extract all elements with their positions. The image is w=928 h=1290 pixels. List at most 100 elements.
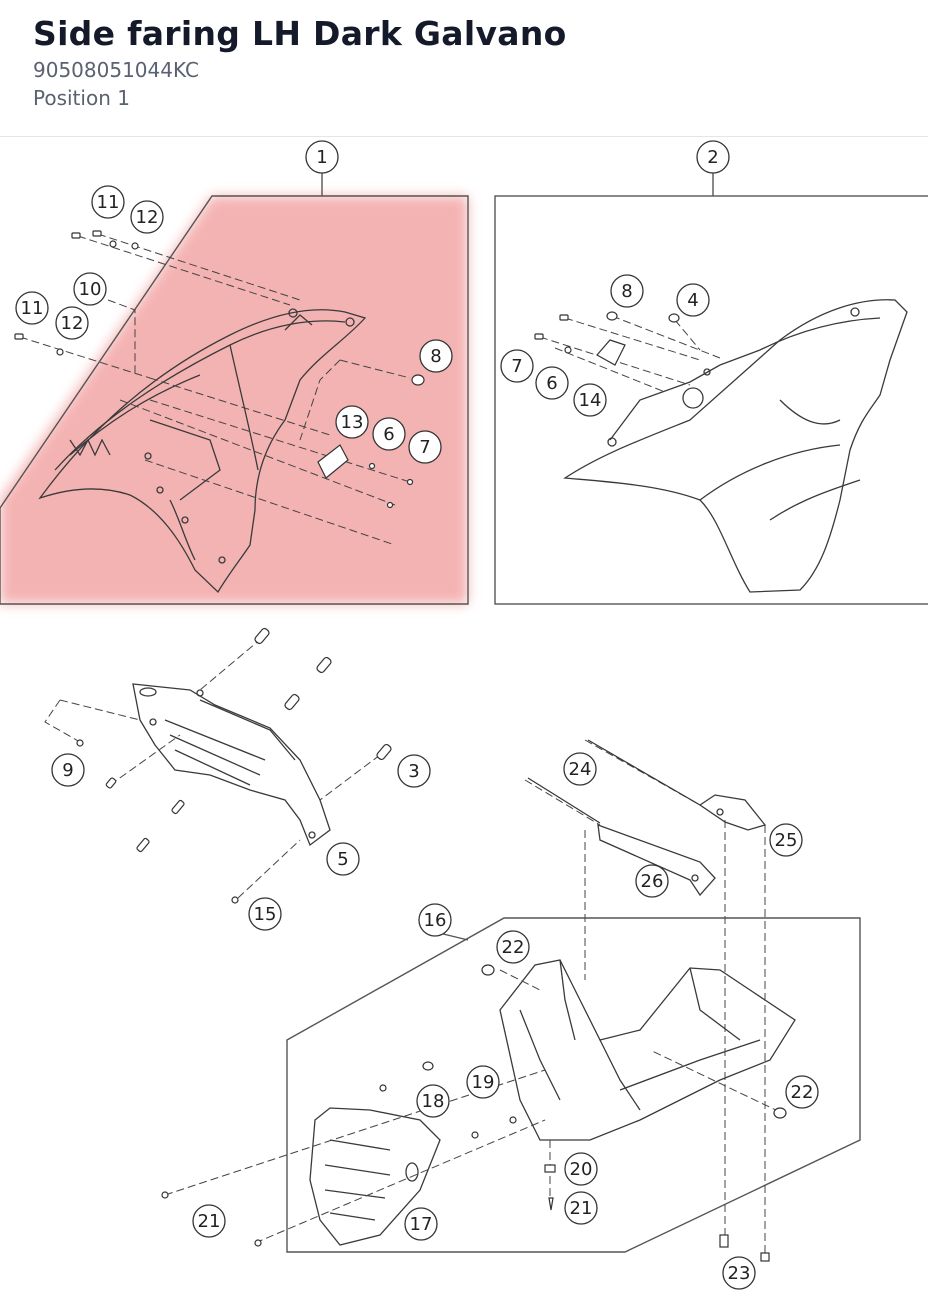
callout-circle — [535, 366, 569, 400]
callout-label: 26 — [641, 871, 664, 892]
callout-circle — [91, 185, 125, 219]
callout-label: 22 — [502, 937, 525, 958]
callout-circle — [466, 1065, 500, 1099]
callout-label: 7 — [419, 437, 430, 458]
callout-22[interactable]: 22 — [496, 930, 530, 964]
callout-10[interactable]: 10 — [73, 272, 107, 306]
callout-label: 14 — [579, 390, 602, 411]
header: Side faring LH Dark Galvano 90508051044K… — [0, 0, 928, 136]
callout-circle — [404, 1207, 438, 1241]
callout-label: 12 — [136, 207, 159, 228]
callout-circle — [130, 200, 164, 234]
middle-fasteners — [76, 627, 392, 904]
callout-circle — [326, 842, 360, 876]
callout-20[interactable]: 20 — [564, 1152, 598, 1186]
callout-23[interactable]: 23 — [722, 1256, 756, 1290]
callout-label: 18 — [422, 1091, 445, 1112]
part-number: 90508051044KC — [33, 58, 199, 82]
callout-circle — [335, 405, 369, 439]
callout-label: 24 — [569, 759, 592, 780]
callout-18[interactable]: 18 — [416, 1084, 450, 1118]
callout-5[interactable]: 5 — [326, 842, 360, 876]
callout-circle — [573, 383, 607, 417]
callout-label: 20 — [570, 1159, 593, 1180]
callout-label: 6 — [383, 424, 394, 445]
callout-circle — [564, 1152, 598, 1186]
side-fairing-lh — [38, 308, 367, 594]
callout-6[interactable]: 6 — [535, 366, 569, 400]
callout-24[interactable]: 24 — [563, 752, 597, 786]
callout-15[interactable]: 15 — [248, 897, 282, 931]
callout-11[interactable]: 11 — [91, 185, 125, 219]
callout-label: 8 — [621, 281, 632, 302]
callout-circle — [722, 1256, 756, 1290]
callout-12[interactable]: 12 — [130, 200, 164, 234]
callout-label: 21 — [198, 1211, 221, 1232]
callout-8[interactable]: 8 — [419, 339, 453, 373]
callout-1[interactable]: 1 — [305, 140, 339, 174]
callout-circle — [610, 274, 644, 308]
callout-label: 17 — [410, 1214, 433, 1235]
callout-4[interactable]: 4 — [676, 283, 710, 317]
callout-label: 8 — [430, 346, 441, 367]
callout-circle — [73, 272, 107, 306]
callout-16[interactable]: 16 — [418, 903, 452, 937]
callout-3[interactable]: 3 — [397, 754, 431, 788]
part2-fasteners — [534, 311, 680, 366]
callout-label: 1 — [316, 147, 327, 168]
callout-circle — [248, 897, 282, 931]
callout-17[interactable]: 17 — [404, 1207, 438, 1241]
callout-14[interactable]: 14 — [573, 383, 607, 417]
callout-21[interactable]: 21 — [192, 1204, 226, 1238]
callout-label: 25 — [775, 830, 798, 851]
callout-12[interactable]: 12 — [55, 306, 89, 340]
mounting-bracket — [597, 794, 767, 897]
position-1-highlight[interactable] — [0, 196, 468, 604]
position-label: Position 1 — [33, 86, 130, 110]
callout-22[interactable]: 22 — [785, 1075, 819, 1109]
bottom-fasteners — [161, 739, 787, 1262]
exploded-parts-diagram: 1211121011128136784761493515242526162219… — [0, 140, 928, 1290]
callout-label: 9 — [62, 760, 73, 781]
side-fairing-rh — [563, 299, 908, 593]
callout-label: 22 — [791, 1082, 814, 1103]
callout-circle — [418, 903, 452, 937]
callout-circle — [372, 417, 406, 451]
callout-label: 2 — [707, 147, 718, 168]
callout-label: 7 — [511, 356, 522, 377]
middle-leader-lines — [44, 637, 381, 899]
callout-label: 3 — [408, 761, 419, 782]
callout-6[interactable]: 6 — [372, 417, 406, 451]
callout-19[interactable]: 19 — [466, 1065, 500, 1099]
callout-circle — [55, 306, 89, 340]
bottom-leader-lines — [164, 739, 781, 1255]
callout-8[interactable]: 8 — [610, 274, 644, 308]
callout-circle — [563, 752, 597, 786]
callout-circle — [496, 930, 530, 964]
part1-leader-lines — [19, 233, 411, 546]
belly-pan — [499, 959, 796, 1141]
callout-label: 10 — [79, 279, 102, 300]
callout-7[interactable]: 7 — [408, 430, 442, 464]
callout-circle — [564, 1191, 598, 1225]
callout-9[interactable]: 9 — [51, 753, 85, 787]
callout-label: 12 — [61, 313, 84, 334]
callout-7[interactable]: 7 — [500, 349, 534, 383]
callout-26[interactable]: 26 — [635, 864, 669, 898]
callout-label: 23 — [728, 1263, 751, 1284]
callout-13[interactable]: 13 — [335, 405, 369, 439]
callout-25[interactable]: 25 — [769, 823, 803, 857]
callout-21[interactable]: 21 — [564, 1191, 598, 1225]
callout-circle — [500, 349, 534, 383]
callout-2[interactable]: 2 — [696, 140, 730, 174]
callout-circle — [51, 753, 85, 787]
callout-circle — [192, 1204, 226, 1238]
callout-circle — [416, 1084, 450, 1118]
part1-fasteners — [14, 230, 425, 509]
callout-circle — [408, 430, 442, 464]
callout-label: 11 — [21, 298, 44, 319]
callout-11[interactable]: 11 — [15, 291, 49, 325]
header-divider — [0, 136, 928, 137]
callout-circle — [785, 1075, 819, 1109]
